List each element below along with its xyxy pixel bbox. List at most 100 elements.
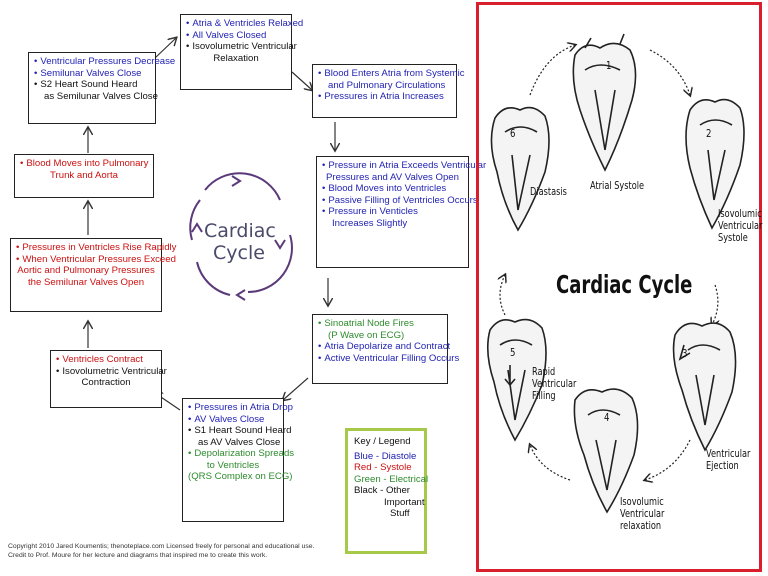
label-line: Filling bbox=[532, 390, 556, 402]
box-line: and Pulmonary Circulations bbox=[328, 79, 446, 91]
box-line: as AV Valves Close bbox=[198, 436, 281, 448]
box-sinoatrial-node-fires: Sinoatrial Node Fires (P Wave on ECG) At… bbox=[312, 314, 459, 384]
box-line: (P Wave on ECG) bbox=[328, 329, 405, 341]
box-line: Pressure in Venticles bbox=[322, 206, 463, 218]
box-line: Blood Moves into Pulmonary bbox=[20, 158, 148, 170]
box-line: Pressures in Atria Increases bbox=[318, 91, 451, 103]
arrow-top-to-topright bbox=[291, 71, 312, 90]
box-line: Relaxation bbox=[213, 52, 259, 64]
box-blood-enters-atria: Blood Enters Atria from Systemic and Pul… bbox=[312, 64, 465, 118]
label-diastasis: Diastasis bbox=[530, 186, 567, 198]
cycle-arc-right bbox=[247, 234, 293, 293]
cycle-arrow-1-2 bbox=[649, 49, 690, 95]
label-line: Ejection bbox=[706, 460, 739, 472]
stage-number-5: 5 bbox=[510, 346, 516, 359]
legend-title: Key / Legend bbox=[354, 436, 411, 447]
box-line: Passive Filling of Ventricles Occurs bbox=[322, 195, 477, 207]
label-isovolumic-systole: Isovolumic Ventricular Systole bbox=[718, 208, 762, 244]
box-line: Contraction bbox=[81, 377, 131, 388]
box-line: (QRS Complex on ECG) bbox=[188, 471, 293, 482]
flow-arrows bbox=[0, 0, 474, 411]
heart-illustration-1 bbox=[572, 33, 637, 172]
arrow-topleft-to-top bbox=[154, 38, 176, 59]
heart-illustration-2 bbox=[685, 98, 745, 230]
label-ventricular-ejection: Ventricular Ejection bbox=[706, 448, 750, 472]
arrow-rightmid-to-bottom bbox=[283, 377, 309, 400]
label-line: Systole bbox=[718, 232, 748, 244]
heart-illustration-5 bbox=[486, 318, 547, 442]
legend-black-2: Important bbox=[384, 496, 425, 508]
box-line: Pressure in Atria Exceeds Ventricular bbox=[322, 160, 486, 172]
box-line: Atria & Ventricles Relaxed bbox=[186, 18, 303, 30]
legend-black: Black - Other bbox=[354, 485, 410, 496]
cycle-arc-bottom bbox=[196, 261, 231, 296]
label-line: Isovolumic bbox=[620, 496, 664, 508]
cardiac-cycle-flowchart: Cardiac Cycle Atria & Ventricles Relaxed… bbox=[0, 0, 474, 576]
box-line: Pressures in Atria Drop bbox=[188, 402, 293, 414]
cycle-arrow-4-5 bbox=[530, 445, 571, 481]
box-line: Pressures in Ventricles Rise Rapidly bbox=[16, 242, 176, 254]
heart-illustration-6 bbox=[490, 106, 550, 232]
copyright-line2: Credit to Prof. Moure for her lecture an… bbox=[8, 552, 268, 559]
cycle-arrow-2-3 bbox=[712, 284, 718, 325]
stage-number-4: 4 bbox=[604, 411, 610, 424]
box-line: Active Ventricular Filling Occurs bbox=[318, 353, 459, 365]
box-line: Trunk and Aorta bbox=[50, 169, 118, 181]
cycle-arrow-3-4 bbox=[645, 439, 691, 480]
box-line: Atria Depolarize and Contract bbox=[318, 341, 450, 353]
box-line: S2 Heart Sound Heard bbox=[34, 79, 150, 91]
box-line: Blood Moves into Ventricles bbox=[322, 183, 463, 195]
stage-number-3: 3 bbox=[682, 347, 688, 360]
box-pressures-atria-drop: Pressures in Atria Drop AV Valves Close … bbox=[182, 398, 294, 522]
label-line: Ventricular bbox=[620, 508, 665, 520]
box-line: S1 Heart Sound Heard bbox=[188, 425, 291, 437]
box-pressures-ventricles-rise: Pressures in Ventricles Rise Rapidly Whe… bbox=[10, 238, 176, 312]
box-line: the Semilunar Valves Open bbox=[27, 276, 145, 288]
label-line: Ventricular bbox=[532, 378, 577, 390]
box-line: to Ventricles bbox=[206, 459, 260, 471]
box-line: Blood Enters Atria from Systemic bbox=[318, 68, 464, 80]
legend-green: Green - Electrical bbox=[354, 473, 429, 485]
box-line: Ventricles Contract bbox=[56, 354, 156, 366]
box-ventricles-contract: Ventricles Contract Isovolumetric Ventri… bbox=[50, 350, 167, 408]
stage-number-1: 1 bbox=[606, 59, 612, 72]
heart-illustration-3 bbox=[672, 322, 737, 452]
label-line: Rapid bbox=[532, 366, 556, 378]
right-diagram-frame bbox=[476, 2, 762, 572]
cycle-arrowhead-bottom bbox=[235, 289, 246, 301]
cycle-arrowhead-top bbox=[231, 175, 242, 187]
box-line: Ventricular Pressures Decrease bbox=[34, 56, 175, 68]
label-isovolumic-relaxation: Isovolumic Ventricular relaxation bbox=[620, 496, 664, 532]
legend-blue: Blue - Diastole bbox=[354, 450, 417, 462]
label-line: Isovolumic bbox=[718, 208, 762, 220]
box-line: Isovolumetric Ventricular bbox=[186, 41, 297, 53]
legend-red: Red - Systole bbox=[354, 462, 412, 473]
box-line: Semilunar Valves Close bbox=[34, 68, 150, 80]
box-line: AV Valves Close bbox=[188, 414, 278, 426]
box-line: Isovolumetric Ventricular bbox=[56, 366, 167, 378]
stage-number-2: 2 bbox=[706, 127, 712, 140]
box-atria-ventricles-relaxed: Atria & Ventricles Relaxed All Valves Cl… bbox=[180, 14, 303, 90]
label-line: Ventricular bbox=[718, 220, 763, 232]
label-rapid-filling: Rapid Ventricular Filling bbox=[532, 366, 576, 402]
right-diagram-title: Cardiac Cycle bbox=[556, 270, 693, 299]
cardiac-cycle-label: Cardiac Cycle bbox=[204, 220, 276, 264]
box-line: Aortic and Pulmonary Pressures bbox=[17, 265, 155, 276]
cycle-arc-left bbox=[189, 199, 201, 241]
copyright-line1: Copyright 2010 Jared Koumentis; thenotep… bbox=[8, 543, 315, 550]
legend: Key / Legend Blue - Diastole Red - Systo… bbox=[345, 428, 429, 554]
cycle-arc-top bbox=[204, 172, 281, 201]
cycle-arrowhead-left bbox=[191, 222, 203, 233]
center-label-line1: Cardiac bbox=[204, 220, 276, 242]
box-pressure-atria-exceeds: Pressure in Atria Exceeds Ventricular Pr… bbox=[316, 156, 486, 268]
box-line: Increases Slightly bbox=[332, 217, 408, 229]
box-line: Pressures and AV Valves Open bbox=[326, 171, 459, 183]
legend-black-3: Stuff bbox=[390, 508, 410, 519]
copyright-notice: Copyright 2010 Jared Koumentis; thenotep… bbox=[8, 542, 314, 560]
label-line: Ventricular bbox=[706, 448, 751, 460]
center-label-line2: Cycle bbox=[213, 242, 265, 264]
box-blood-moves-pulmonary: Blood Moves into Pulmonary Trunk and Aor… bbox=[14, 154, 154, 198]
box-line: When Ventricular Pressures Exceed bbox=[16, 254, 176, 266]
box-line: as Semilunar Valves Close bbox=[44, 90, 158, 102]
